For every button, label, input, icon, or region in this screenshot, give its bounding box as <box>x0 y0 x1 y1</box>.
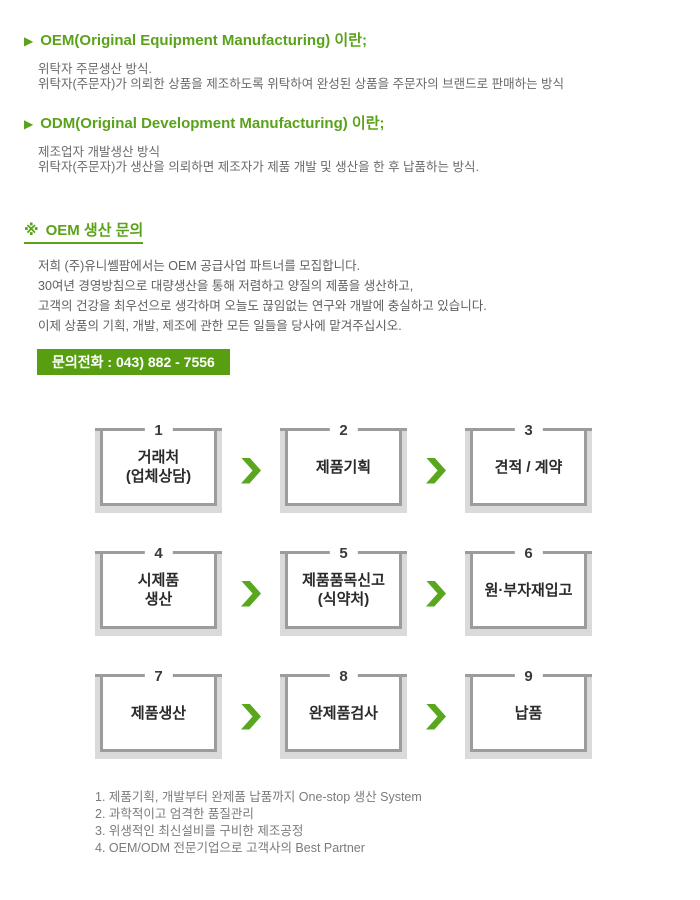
odm-description: 제조업자 개발생산 방식 위탁자(주문자)가 생산을 의뢰하면 제조자가 제품 … <box>38 145 479 175</box>
note-item: 1. 제품기획, 개발부터 완제품 납품까지 One-stop 생산 Syste… <box>95 790 422 804</box>
inquiry-description-line: 이제 상품의 기획, 개발, 제조에 관한 모든 일들을 당사에 맡겨주십시오. <box>38 319 402 333</box>
chevron-right-icon <box>426 457 446 484</box>
flow-row: 7 제품생산 8 완제품검사 9 납품 <box>95 668 592 759</box>
chevron-right-icon <box>426 703 446 730</box>
oem-section: ▶ OEM(Original Equipment Manufacturing) … <box>24 32 564 92</box>
step-label: 시제품 <box>137 572 180 589</box>
oem-heading-label: OEM(Original Equipment Manufacturing) 이란… <box>40 32 367 49</box>
reference-mark-icon: ※ <box>24 222 39 239</box>
step-number: 8 <box>329 668 358 686</box>
note-item: 3. 위생적인 최신설비를 구비한 제조공정 <box>95 824 304 838</box>
step-box: 완제품검사 <box>285 677 402 752</box>
odm-heading-label: ODM(Original Development Manufacturing) … <box>40 115 385 132</box>
odm-description-line: 제조업자 개발생산 방식 <box>38 145 160 159</box>
chevron-right-icon <box>241 457 261 484</box>
inquiry-description: 저희 (주)유니쎌팜에서는 OEM 공급사업 파트너를 모집합니다. 30여년 … <box>38 256 487 336</box>
odm-description-line: 위탁자(주문자)가 생산을 의뢰하면 제조자가 제품 개발 및 생산을 한 후 … <box>38 160 480 174</box>
flow-step: 2 제품기획 <box>280 422 407 513</box>
step-label: 완제품검사 <box>308 704 378 722</box>
odm-heading: ▶ ODM(Original Development Manufacturing… <box>24 115 385 133</box>
flow-step: 9 납품 <box>465 668 592 759</box>
flow-step: 8 완제품검사 <box>280 668 407 759</box>
flow-connector <box>222 428 280 513</box>
triangle-bullet-icon: ▶ <box>24 117 34 131</box>
step-number: 5 <box>329 545 358 563</box>
step-label: 제품품목신고 <box>302 572 385 589</box>
step-box: 제품생산 <box>100 677 217 752</box>
flow-row: 4 시제품 생산 5 제품품목신고 (식약처) 6 원·부자재입고 <box>95 545 592 636</box>
step-box: 견적 / 계약 <box>470 431 587 506</box>
inquiry-description-line: 저희 (주)유니쎌팜에서는 OEM 공급사업 파트너를 모집합니다. <box>38 259 361 273</box>
chevron-right-icon <box>241 703 261 730</box>
step-number: 4 <box>144 545 173 563</box>
step-number: 9 <box>514 668 543 686</box>
flow-connector <box>407 674 465 759</box>
flow-connector <box>222 674 280 759</box>
footer-notes: 1. 제품기획, 개발부터 완제품 납품까지 One-stop 생산 Syste… <box>95 789 422 857</box>
inquiry-heading: ※ OEM 생산 문의 <box>24 222 144 244</box>
flow-step: 4 시제품 생산 <box>95 545 222 636</box>
step-box: 시제품 생산 <box>100 554 217 629</box>
note-item: 2. 과학적이고 엄격한 품질관리 <box>95 807 254 821</box>
step-label: (업체상담) <box>125 468 192 485</box>
step-box: 원·부자재입고 <box>470 554 587 629</box>
step-label: 제품기획 <box>315 458 372 476</box>
step-label: 제품생산 <box>130 704 187 722</box>
step-box: 거래처 (업체상담) <box>100 431 217 506</box>
flow-step: 6 원·부자재입고 <box>465 545 592 636</box>
step-label: 거래처 <box>137 449 180 466</box>
oem-description: 위탁자 주문생산 방식. 위탁자(주문자)가 의뢰한 상품을 제조하도록 위탁하… <box>38 62 564 92</box>
step-label: 생산 <box>144 591 173 608</box>
step-box: 제품기획 <box>285 431 402 506</box>
odm-section: ▶ ODM(Original Development Manufacturing… <box>24 115 479 175</box>
flow-step: 7 제품생산 <box>95 668 222 759</box>
flow-connector <box>222 551 280 636</box>
oem-description-line: 위탁자(주문자)가 의뢰한 상품을 제조하도록 위탁하여 완성된 상품을 주문자… <box>38 77 565 91</box>
inquiry-heading-label: OEM 생산 문의 <box>45 222 144 239</box>
step-number: 7 <box>144 668 173 686</box>
process-flow-diagram: 1 거래처 (업체상담) 2 제품기획 3 견적 / 계약 4 <box>95 422 592 797</box>
flow-connector <box>407 428 465 513</box>
flow-row: 1 거래처 (업체상담) 2 제품기획 3 견적 / 계약 <box>95 422 592 513</box>
step-number: 2 <box>329 422 358 440</box>
triangle-bullet-icon: ▶ <box>24 34 34 48</box>
inquiry-section: ※ OEM 생산 문의 저희 (주)유니쎌팜에서는 OEM 공급사업 파트너를 … <box>24 222 487 336</box>
step-label: 납품 <box>514 704 543 722</box>
chevron-right-icon <box>426 580 446 607</box>
flow-connector <box>407 551 465 636</box>
step-label: 원·부자재입고 <box>484 581 573 599</box>
flow-step: 5 제품품목신고 (식약처) <box>280 545 407 636</box>
chevron-right-icon <box>241 580 261 607</box>
step-number: 1 <box>144 422 173 440</box>
step-number: 6 <box>514 545 543 563</box>
phone-button[interactable]: 문의전화 : 043) 882 - 7556 <box>37 349 230 375</box>
step-label: (식약처) <box>317 591 370 608</box>
inquiry-description-line: 고객의 건강을 최우선으로 생각하며 오늘도 끊임없는 연구와 개발에 충실하고… <box>38 299 487 313</box>
step-label: 견적 / 계약 <box>494 458 563 476</box>
flow-step: 3 견적 / 계약 <box>465 422 592 513</box>
oem-heading: ▶ OEM(Original Equipment Manufacturing) … <box>24 32 367 50</box>
step-number: 3 <box>514 422 543 440</box>
inquiry-description-line: 30여년 경영방침으로 대량생산을 통해 저렴하고 양질의 제품을 생산하고, <box>38 279 414 293</box>
step-box: 제품품목신고 (식약처) <box>285 554 402 629</box>
oem-description-line: 위탁자 주문생산 방식. <box>38 62 152 76</box>
flow-step: 1 거래처 (업체상담) <box>95 422 222 513</box>
step-box: 납품 <box>470 677 587 752</box>
note-item: 4. OEM/ODM 전문기업으로 고객사의 Best Partner <box>95 841 365 855</box>
